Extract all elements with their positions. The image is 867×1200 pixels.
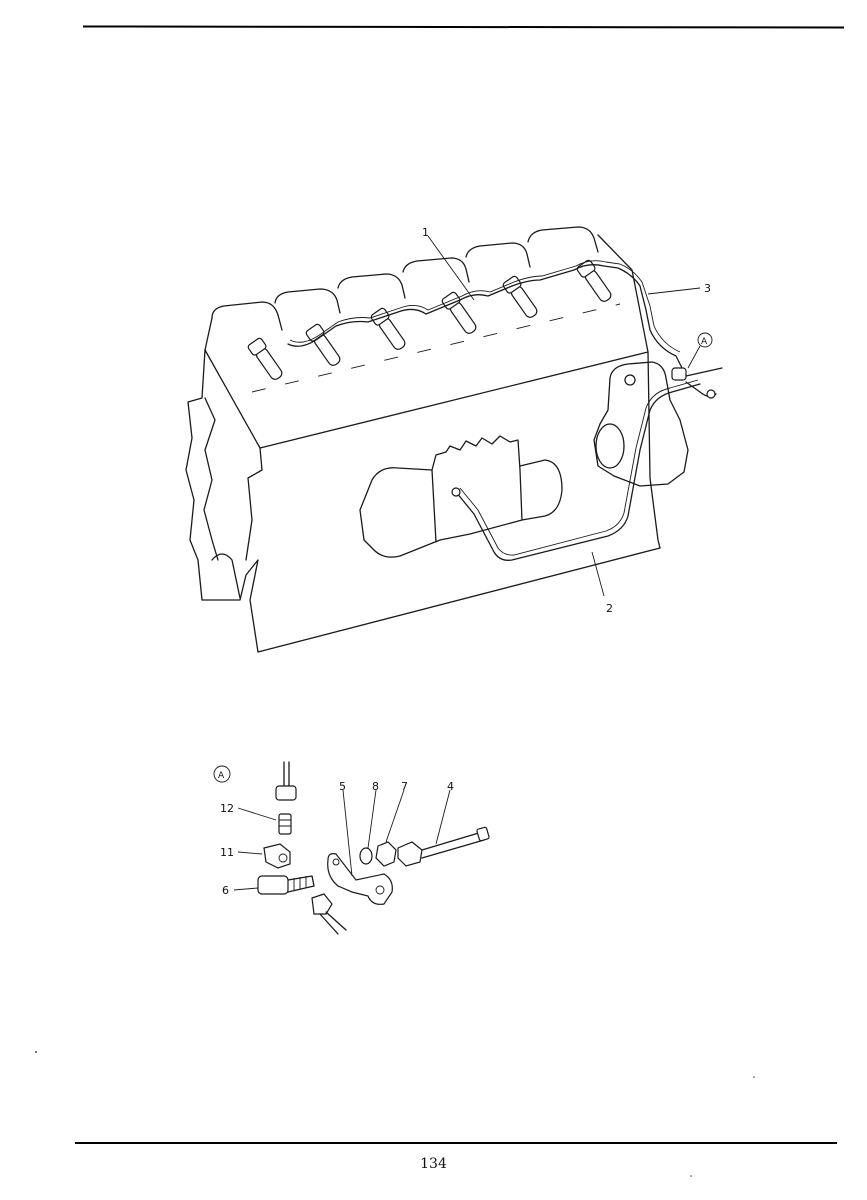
callout-3: 3 (704, 282, 711, 295)
callout-2: 2 (606, 602, 613, 615)
detail-a-circle (213, 765, 231, 783)
callout-8: 8 (372, 780, 379, 793)
callout-11: 11 (220, 846, 234, 859)
banjo-fitting-a (671, 367, 723, 399)
leader-a (687, 345, 701, 369)
detail-a-exploded-view: A (213, 761, 490, 935)
engine-block-drawing (185, 226, 689, 653)
fuel-return-pipe (455, 383, 701, 561)
leader-1 (427, 235, 475, 301)
leader-3 (647, 287, 701, 295)
callout-a-circle (697, 332, 713, 348)
callout-6: 6 (222, 884, 229, 897)
leader-2 (591, 551, 605, 597)
callout-4: 4 (447, 780, 454, 793)
callout-a: A (701, 337, 708, 347)
detail-a-label: A (218, 771, 225, 781)
bottom-rule (75, 1142, 837, 1144)
leak-off-pipe (287, 264, 685, 373)
callout-7: 7 (401, 780, 408, 793)
callout-12: 12 (220, 802, 234, 815)
callout-1: 1 (422, 226, 429, 239)
injector-set (247, 259, 612, 380)
page-number: 134 (420, 1156, 447, 1172)
callout-5: 5 (339, 780, 346, 793)
